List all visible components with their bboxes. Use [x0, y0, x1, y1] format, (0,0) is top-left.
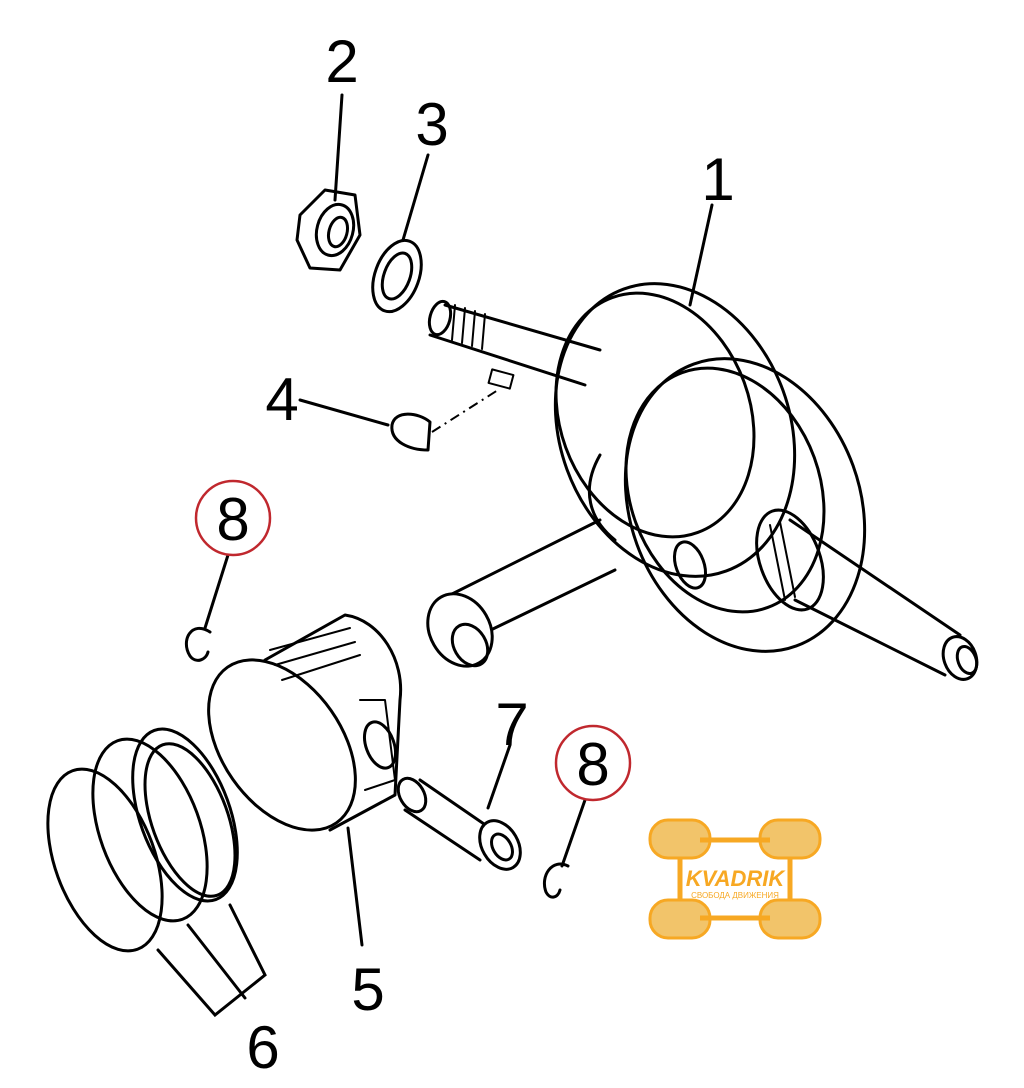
piston-pin-part-7	[396, 776, 522, 871]
callout-3: 3	[415, 91, 448, 158]
kvadrik-logo-watermark: KVADRIK СВОБОДА ДВИЖЕНИЯ	[648, 818, 822, 940]
circlip-part-8-lower	[543, 862, 570, 899]
nut-part-2	[295, 188, 362, 272]
callout-labels: 1 2 3 4 5 6 7 8 8	[194, 28, 735, 1081]
callout-5: 5	[351, 956, 384, 1023]
callout-2: 2	[325, 28, 358, 95]
logo-tagline-text: СВОБОДА ДВИЖЕНИЯ	[691, 891, 779, 900]
callout-4: 4	[265, 366, 298, 433]
washer-part-3	[371, 238, 423, 314]
callout-1: 1	[701, 146, 734, 213]
piston-rings-part-6	[46, 727, 239, 953]
callout-8-lower: 8	[576, 731, 609, 798]
callout-7: 7	[495, 691, 528, 758]
callout-6: 6	[246, 1014, 279, 1081]
highlight-circle-8-lower	[554, 724, 632, 802]
callout-8-upper: 8	[216, 486, 249, 553]
circlip-part-8-upper	[184, 626, 212, 662]
logo-brand-text: KVADRIK	[686, 866, 787, 891]
crankshaft-part-1	[426, 282, 979, 681]
highlight-circle-8-upper	[194, 479, 272, 557]
piston-part-5	[207, 613, 403, 832]
leader-lines	[156, 93, 714, 1018]
woodruff-key-part-4	[390, 389, 499, 452]
